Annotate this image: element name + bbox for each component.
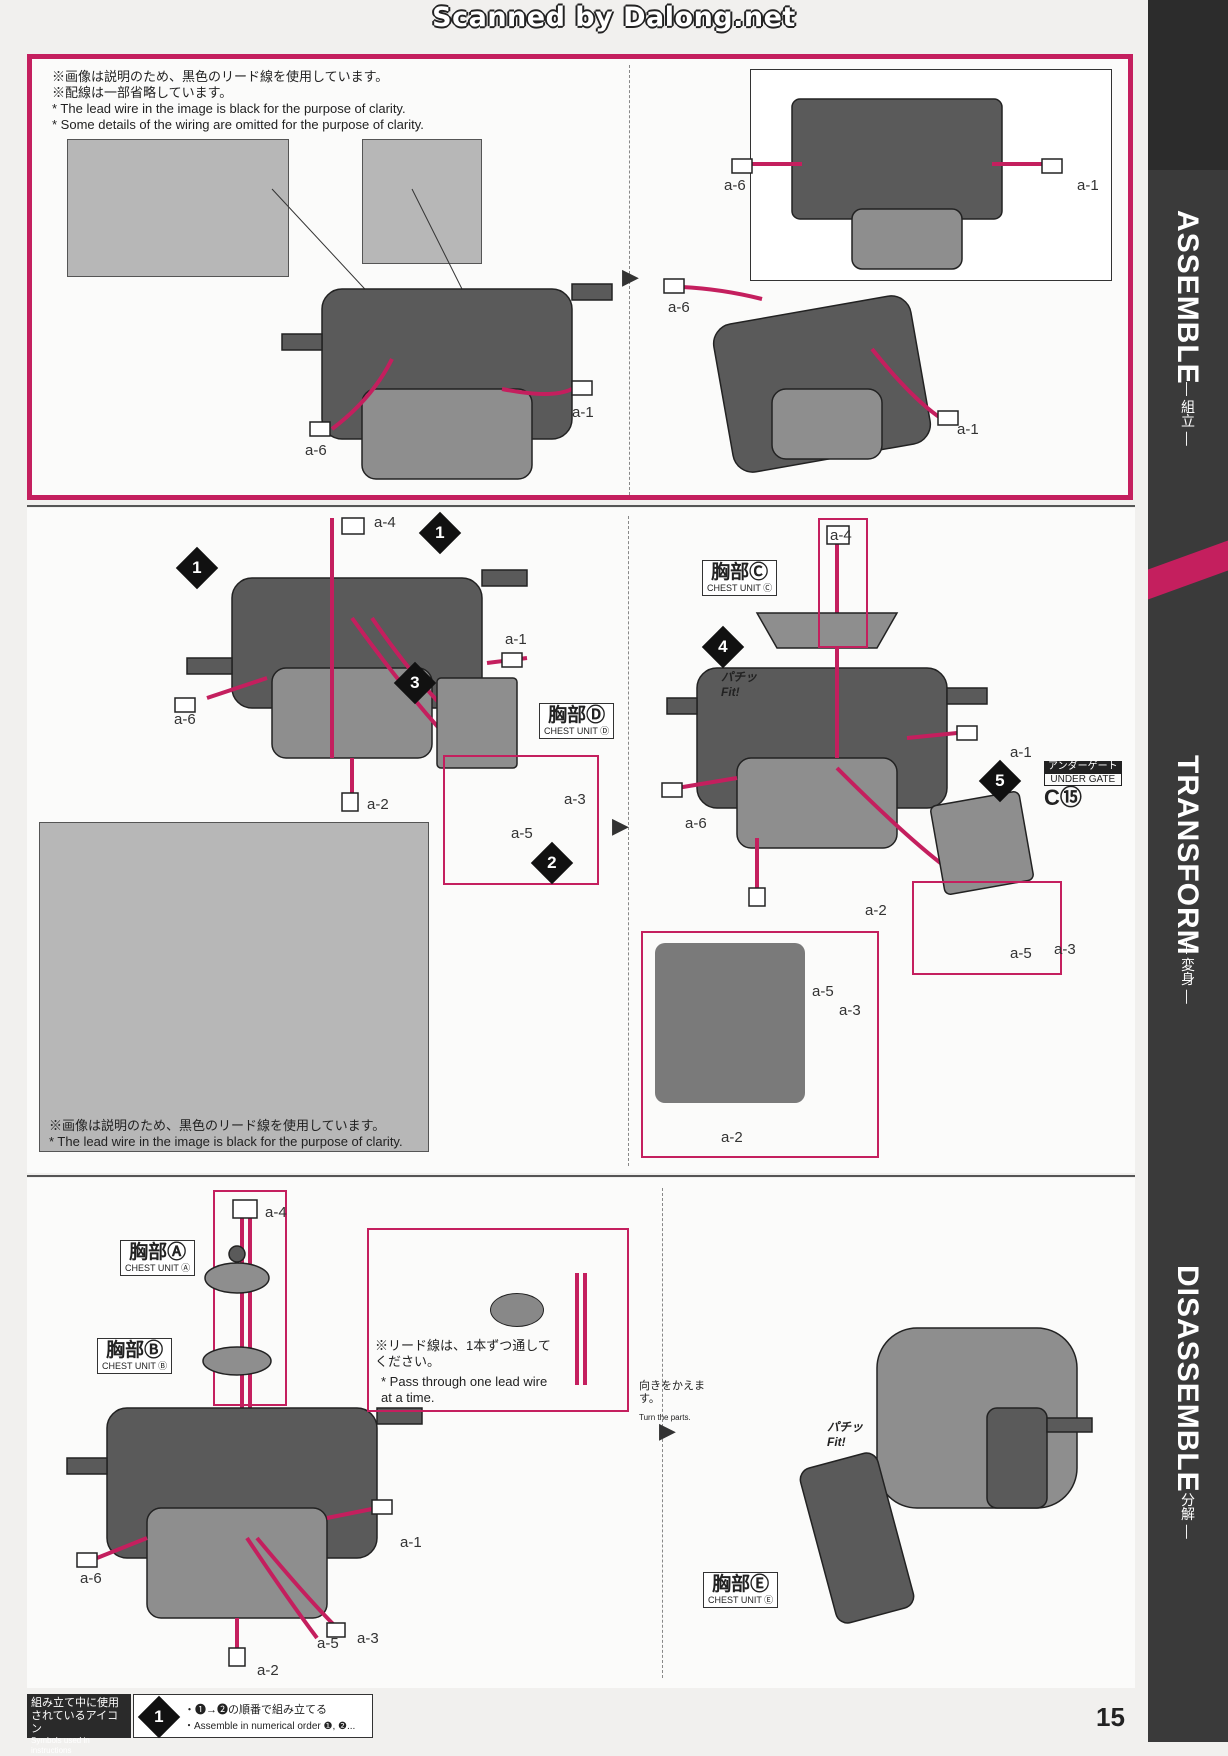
chest-unit-b-tag: 胸部Ⓑ CHEST UNIT Ⓑ [97, 1338, 173, 1374]
step2-arrow: ▶ [612, 813, 629, 838]
step2-inset-bottom-a5: a-5 [812, 983, 834, 1000]
step2-inset-right-a3: a-3 [1054, 941, 1076, 958]
step3-label-a6: a-6 [80, 1570, 102, 1587]
step1-label-a1-bottom: a-1 [957, 421, 979, 438]
step3-label-a1: a-1 [400, 1534, 422, 1551]
step2-label-a6: a-6 [174, 711, 196, 728]
step3-panel: 胸部Ⓐ CHEST UNIT Ⓐ 胸部Ⓑ CHEST UNIT Ⓑ a-4 a-… [27, 1178, 1135, 1688]
step3-note-wire-2 [583, 1273, 587, 1385]
step1-label-a6-top: a-6 [724, 177, 746, 194]
step2-right-label-a4: a-4 [830, 527, 852, 544]
sidebar-disassemble-jp: — 分解 — [1180, 1475, 1196, 1539]
step3-note-illustration [490, 1293, 544, 1327]
step2-chest-c-highlight [818, 518, 868, 648]
step1-label-a1-left: a-1 [572, 404, 594, 421]
step1-divider [629, 65, 630, 495]
legend-text-en: ・Assemble in numerical order ❶, ❷... [184, 1721, 356, 1732]
sidebar-transform: TRANSFORM [1171, 755, 1204, 956]
turn-parts-en: Turn the parts. [639, 1413, 691, 1422]
step2-photo-note-jp: ※画像は説明のため、黒色のリード線を使用しています。 [49, 1118, 386, 1133]
panel3-top-rule [27, 1175, 1135, 1177]
under-gate-tag: アンダーゲート UNDER GATE C⑮ [1044, 761, 1122, 810]
step2-right-label-a2: a-2 [865, 902, 887, 919]
sidebar-assemble-jp: — 組立 — [1180, 382, 1196, 446]
step1-panel: ※画像は説明のため、黒色のリード線を使用しています。 ※配線は一部省略しています… [27, 54, 1133, 500]
step1-note-jp-2: ※配線は一部省略しています。 [52, 85, 233, 100]
step2-photo [39, 822, 429, 1152]
sidebar-transform-jp: — 変身 — [1180, 940, 1196, 1004]
step3-label-a2: a-2 [257, 1662, 279, 1679]
step1-arrow: ▶ [622, 264, 639, 289]
step3-diagram-left [66, 1199, 423, 1667]
chest-unit-e-tag: 胸部Ⓔ CHEST UNIT Ⓔ [703, 1572, 779, 1608]
step3-note-en: * Pass through one lead wire at a time. [381, 1374, 548, 1405]
step2-inset-bottom-a3: a-3 [839, 1002, 861, 1019]
watermark: Scanned by Dalong.net [432, 2, 796, 33]
legend-entry: 1 ・❶→❷の順番で組み立てる ・Assemble in numerical o… [133, 1694, 373, 1739]
step2-inset-bottom [641, 931, 879, 1158]
step3-note-jp: ※リード線は、1本ずつ通してください。 [375, 1338, 551, 1369]
step3-label-a3: a-3 [357, 1630, 379, 1647]
step3-arrow: ▶ [659, 1418, 676, 1443]
chest-unit-a-tag: 胸部Ⓐ CHEST UNIT Ⓐ [120, 1240, 196, 1276]
step2-right-label-a1: a-1 [1010, 744, 1032, 761]
panel2-top-rule [27, 505, 1135, 507]
sidebar-assemble: ASSEMBLE [1171, 210, 1204, 385]
step2-right-label-a6: a-6 [685, 815, 707, 832]
legend-step-icon: 1 [137, 1695, 181, 1739]
step1-label-a6-left: a-6 [305, 442, 327, 459]
chest-unit-d-tag: 胸部Ⓓ CHEST UNIT Ⓓ [539, 703, 615, 739]
sidebar-accent-1 [1148, 540, 1228, 600]
step2-inset-right-a5: a-5 [1010, 945, 1032, 962]
section-sidebar: ASSEMBLE — 組立 — TRANSFORM — 変身 — DISASSE… [1148, 0, 1228, 1742]
step2-label-a2: a-2 [367, 796, 389, 813]
chest-unit-c-tag: 胸部Ⓒ CHEST UNIT Ⓒ [702, 560, 778, 596]
step1-note-jp-1: ※画像は説明のため、黒色のリード線を使用しています。 [52, 69, 389, 84]
step2-diagram-left [174, 517, 528, 812]
step3-label-a5: a-5 [317, 1635, 339, 1652]
step2-label-a1: a-1 [505, 631, 527, 648]
step2-inset-label-a3: a-3 [564, 791, 586, 808]
step1-diagram-right [663, 98, 1063, 473]
step3-note-box [367, 1228, 629, 1412]
step2-inset-label-a5: a-5 [511, 825, 533, 842]
step2-divider [628, 516, 629, 1166]
step3-diagram-right [799, 1327, 1093, 1624]
step1-diagram-left [271, 188, 613, 480]
step3-note-wire-1 [575, 1273, 579, 1385]
step2-photo-note-en: * The lead wire in the image is black fo… [49, 1134, 403, 1149]
step3-label-a4: a-4 [265, 1204, 287, 1221]
step2-panel: 1 1 3 a-4 a-1 a-6 a-2 胸部Ⓓ CHEST UNIT Ⓓ a… [27, 508, 1135, 1173]
turn-parts-jp: 向きをかえます。 [639, 1380, 705, 1405]
step1-photo-left [67, 139, 289, 277]
page-number: 15 [1096, 1702, 1125, 1732]
step2-inset-right [912, 881, 1062, 975]
step1-label-a6-bottom: a-6 [668, 299, 690, 316]
legend-text-jp: ・❶→❷の順番で組み立てる [184, 1704, 327, 1716]
sidebar-disassemble: DISASSEMBLE [1171, 1265, 1204, 1493]
step1-label-a1-top: a-1 [1077, 177, 1099, 194]
step2-inset-left [443, 755, 599, 885]
step2-inset-bottom-a2: a-2 [721, 1129, 743, 1146]
step1-note-en-2: * Some details of the wiring are omitted… [52, 117, 424, 132]
sidebar-stripe-top [1148, 0, 1228, 170]
step1-photo-right [362, 139, 482, 264]
legend-title: 組み立て中に使用されているアイコン Symbols used in instru… [27, 1694, 131, 1755]
step1-note-en-1: * The lead wire in the image is black fo… [52, 101, 406, 116]
step2-label-a4: a-4 [374, 514, 396, 531]
step3-divider [662, 1188, 663, 1678]
step2-inset-bottom-illustration [655, 943, 805, 1103]
step2-diagram-right [661, 525, 1034, 907]
